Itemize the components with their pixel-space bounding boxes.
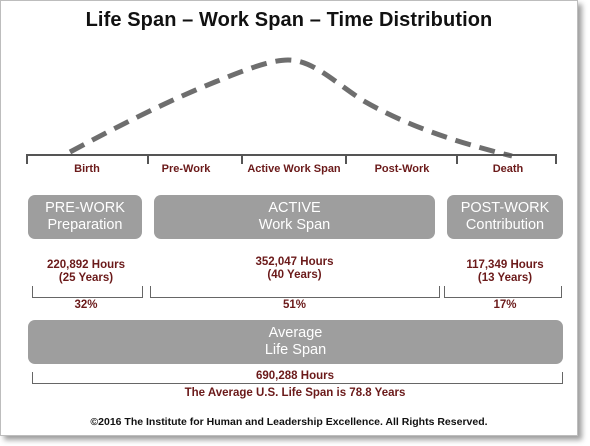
prework-percentage: 32%: [74, 299, 98, 311]
timeline-tick: [26, 154, 28, 164]
average-lifespan-note: The Average U.S. Life Span is 78.8 Years: [184, 387, 406, 399]
timeline-tick: [147, 154, 149, 164]
postwork-box-line1: POST-WORK: [460, 200, 550, 216]
prework-box: PRE-WORK Preparation: [28, 195, 142, 239]
timeline-tick: [241, 154, 243, 164]
active-years-value: (40 Years): [267, 269, 322, 281]
postwork-hours-value: 117,349 Hours: [466, 259, 544, 271]
timeline-tick: [555, 154, 557, 164]
lifespan-box-line2: Life Span: [264, 342, 327, 358]
timeline-axis: [26, 154, 557, 156]
active-hours: 352,047 Hours (40 Years): [154, 256, 435, 282]
active-percentage: 51%: [282, 299, 307, 311]
active-bracket: [150, 286, 440, 298]
timeline-tick: [456, 154, 458, 164]
prework-box-line1: PRE-WORK: [45, 200, 125, 216]
active-hours-value: 352,047 Hours: [255, 256, 334, 268]
dashed-bell-curve: [68, 57, 513, 159]
postwork-box-line2: Contribution: [465, 217, 545, 233]
postwork-hours: 117,349 Hours (13 Years): [447, 259, 563, 285]
prework-hours: 220,892 Hours (25 Years): [28, 259, 144, 285]
stage-label-birth: Birth: [74, 163, 100, 175]
lifespan-bracket: [32, 372, 563, 384]
lifespan-box: Average Life Span: [28, 320, 563, 364]
lifespan-box-line1: Average: [268, 325, 323, 341]
postwork-percentage: 17%: [493, 299, 517, 311]
stage-label-death: Death: [492, 163, 524, 175]
total-hours: 690,288 Hours: [256, 370, 334, 382]
active-box-line2: Work Span: [258, 217, 331, 233]
prework-years-value: (25 Years): [58, 272, 114, 284]
prework-bracket: [32, 286, 143, 298]
postwork-box: POST-WORK Contribution: [447, 195, 563, 239]
postwork-bracket: [444, 286, 562, 298]
prework-box-line2: Preparation: [47, 217, 123, 233]
diagram-title: Life Span – Work Span – Time Distributio…: [85, 9, 493, 31]
work-intensity-curve: [68, 57, 513, 159]
active-box-line1: ACTIVE: [268, 200, 321, 216]
prework-hours-value: 220,892 Hours: [47, 259, 125, 271]
active-box: ACTIVE Work Span: [154, 195, 435, 239]
stage-label-post-work: Post-Work: [374, 163, 430, 175]
postwork-years-value: (13 Years): [477, 272, 533, 284]
copyright-notice: ©2016 The Institute for Human and Leader…: [90, 416, 488, 428]
stage-label-pre-work: Pre-Work: [161, 163, 211, 175]
timeline-tick: [345, 154, 347, 164]
stage-label-active-work-span: Active Work Span: [247, 163, 341, 175]
